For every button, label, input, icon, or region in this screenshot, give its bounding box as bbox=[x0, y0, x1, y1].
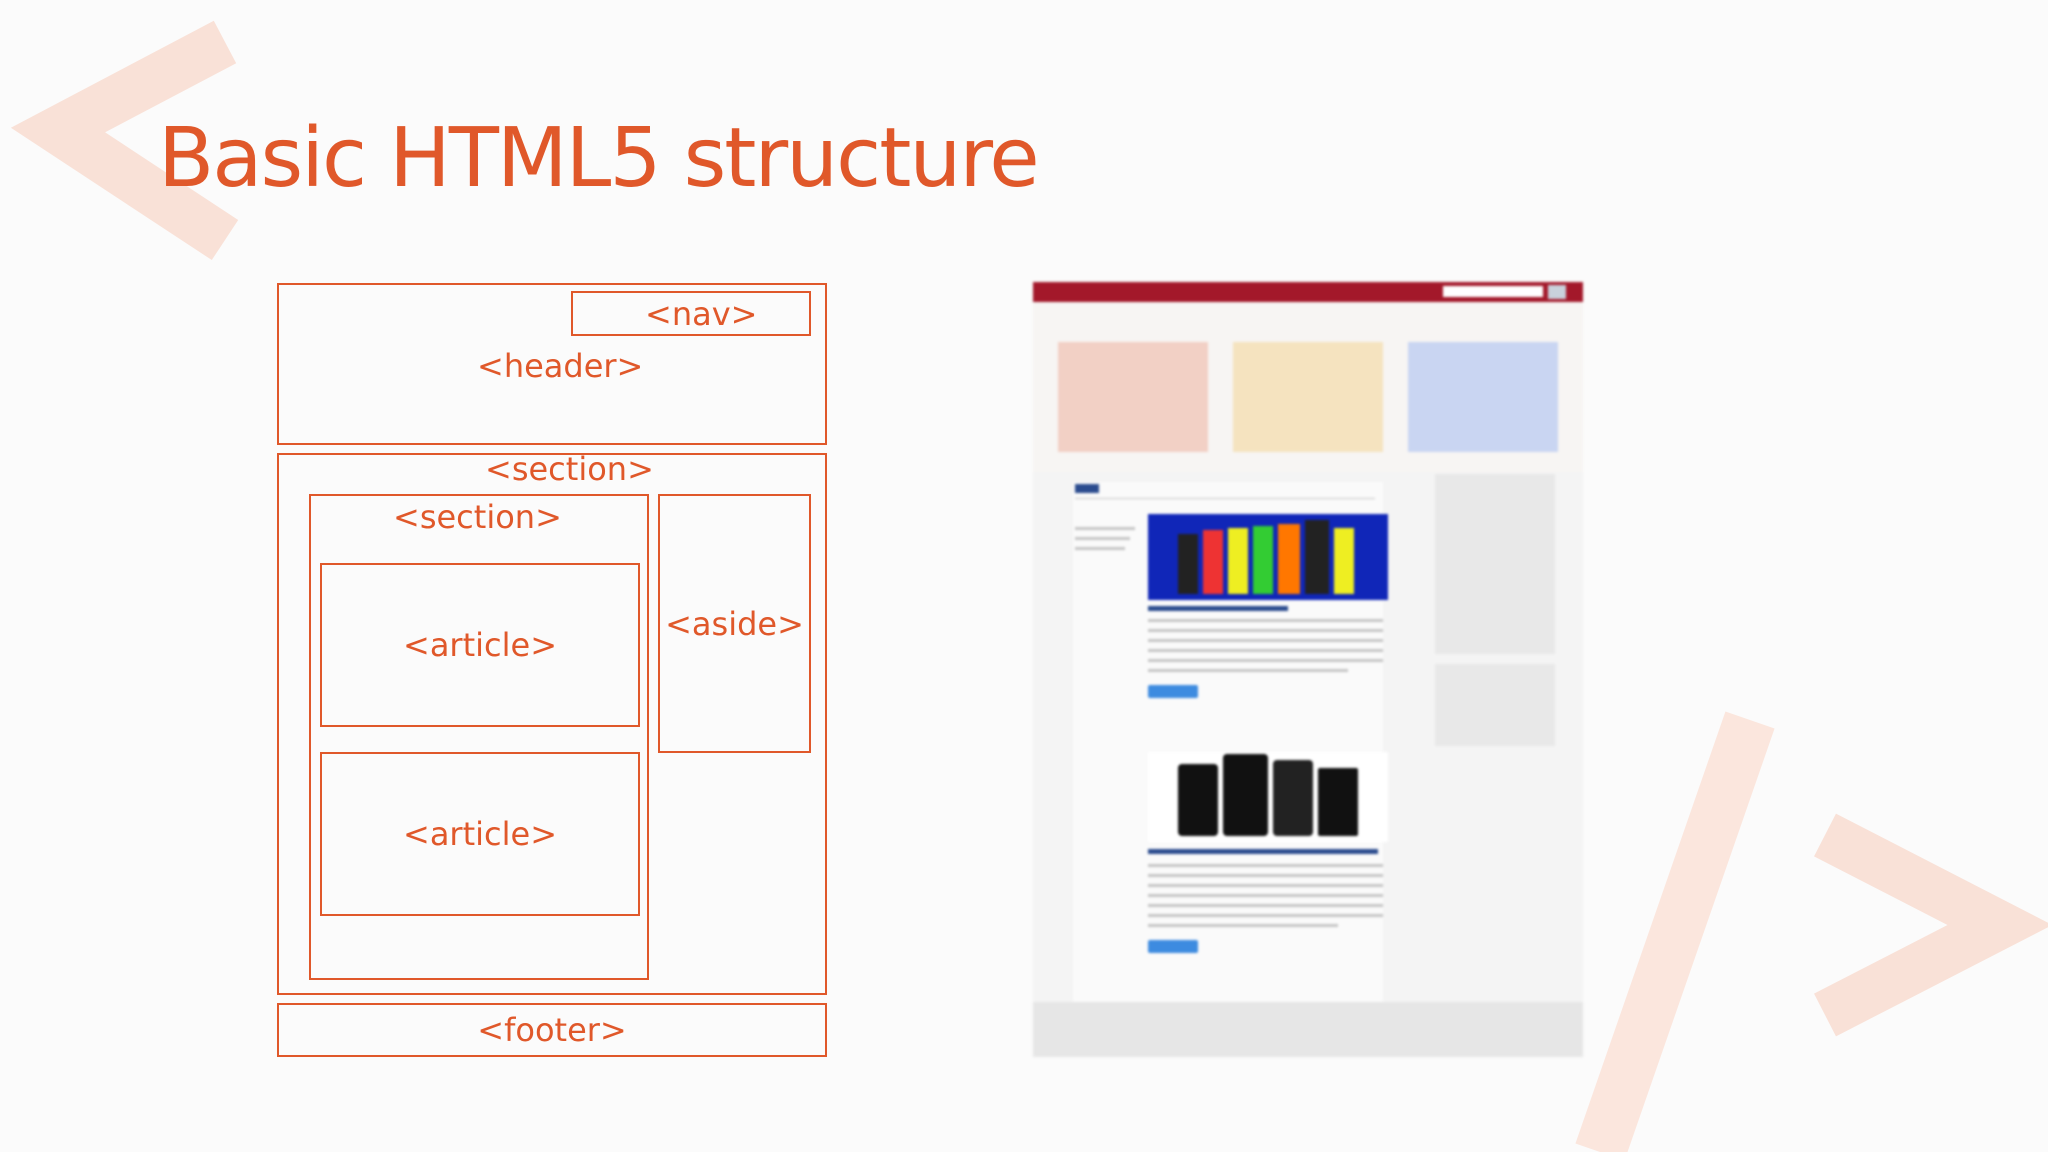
phones-image-1 bbox=[1178, 520, 1354, 594]
thumb-read-more-button-1 bbox=[1148, 685, 1198, 698]
thumb-article-title-2 bbox=[1148, 849, 1378, 854]
slash-shape bbox=[1575, 711, 1775, 1152]
thumb-article-image-2 bbox=[1148, 752, 1388, 842]
footer-label: <footer> bbox=[477, 1011, 627, 1049]
thumb-text-line bbox=[1148, 924, 1338, 927]
article-box-1: <article> bbox=[320, 563, 640, 727]
css3-logo-icon bbox=[1408, 342, 1558, 452]
nav-box: <nav> bbox=[571, 291, 811, 336]
thumb-heading bbox=[1075, 484, 1099, 493]
aside-box: <aside> bbox=[658, 494, 811, 753]
thumb-text-line bbox=[1148, 659, 1383, 662]
js-logo-icon bbox=[1233, 342, 1383, 452]
section-inner-label: <section> bbox=[393, 498, 562, 536]
thumb-aside-categories bbox=[1435, 664, 1555, 746]
thumb-text-line bbox=[1148, 629, 1383, 632]
article-label-2: <article> bbox=[403, 815, 557, 853]
thumb-text-line bbox=[1148, 649, 1383, 652]
thumb-text-line bbox=[1148, 864, 1383, 867]
thumb-nav-bar bbox=[1033, 282, 1583, 302]
thumb-main-column bbox=[1073, 482, 1388, 1007]
website-screenshot bbox=[1033, 282, 1583, 1057]
thumb-text-line bbox=[1148, 639, 1383, 642]
article-label-1: <article> bbox=[403, 626, 557, 664]
footer-box: <footer> bbox=[277, 1003, 827, 1057]
thumb-text-line bbox=[1148, 904, 1383, 907]
thumb-article-image-1 bbox=[1148, 514, 1388, 600]
thumb-text-line bbox=[1148, 884, 1383, 887]
thumb-meta-line bbox=[1075, 537, 1130, 540]
header-label: <header> bbox=[477, 347, 644, 385]
slide-title: Basic HTML5 structure bbox=[158, 111, 1040, 206]
left-angle-bracket bbox=[10, 20, 239, 261]
thumb-rule bbox=[1075, 498, 1375, 499]
phones-image-2 bbox=[1178, 754, 1358, 836]
section-outer-box: <section> bbox=[277, 450, 827, 995]
aside-label: <aside> bbox=[665, 604, 804, 643]
thumb-text-line bbox=[1148, 874, 1383, 877]
thumb-aside-recent bbox=[1435, 474, 1555, 654]
thumb-article-title-1 bbox=[1148, 606, 1288, 611]
thumb-hero-banner bbox=[1033, 302, 1583, 472]
thumb-read-more-button-2 bbox=[1148, 940, 1198, 953]
right-angle-bracket bbox=[1814, 813, 2048, 1037]
thumb-text-line bbox=[1148, 619, 1383, 622]
thumb-search-icon bbox=[1548, 285, 1566, 299]
thumb-search-field bbox=[1443, 286, 1543, 297]
section-inner-box: <section> bbox=[309, 494, 649, 980]
thumb-text-line bbox=[1148, 669, 1348, 672]
thumb-meta-line bbox=[1075, 547, 1125, 550]
thumb-text-line bbox=[1148, 894, 1383, 897]
thumb-text-line bbox=[1148, 914, 1383, 917]
nav-label: <nav> bbox=[645, 295, 758, 333]
header-box: <header> bbox=[277, 283, 827, 445]
thumb-footer bbox=[1033, 1002, 1583, 1057]
section-outer-label: <section> bbox=[485, 450, 654, 488]
html5-logo-icon bbox=[1058, 342, 1208, 452]
article-box-2: <article> bbox=[320, 752, 640, 916]
thumb-meta-line bbox=[1075, 527, 1135, 530]
